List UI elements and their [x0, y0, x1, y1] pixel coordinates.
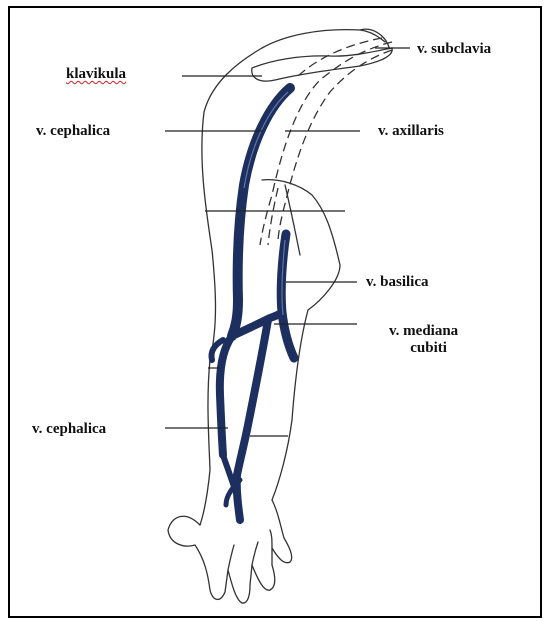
- label-cephalica-upper-text: v. cephalica: [36, 123, 110, 139]
- label-mediana-line2: cubiti: [399, 340, 458, 357]
- label-mediana-line1: v. mediana: [389, 323, 458, 340]
- label-klavikula-text: klavikula: [66, 66, 126, 82]
- label-axillaris: v. axillaris: [378, 123, 444, 140]
- label-cephalica-lower: v. cephalica: [32, 421, 106, 438]
- clavicle-bone: [252, 48, 392, 81]
- label-klavikula: klavikula: [66, 66, 126, 83]
- label-basilica: v. basilica: [366, 274, 429, 291]
- label-subclavia-text: v. subclavia: [417, 41, 491, 57]
- label-mediana-cubiti: v. mediana cubiti: [389, 323, 458, 357]
- label-basilica-text: v. basilica: [366, 274, 429, 290]
- label-cephalica-lower-text: v. cephalica: [32, 421, 106, 437]
- label-axillaris-text: v. axillaris: [378, 123, 444, 139]
- label-subclavia: v. subclavia: [417, 41, 491, 58]
- label-cephalica-upper: v. cephalica: [36, 123, 110, 140]
